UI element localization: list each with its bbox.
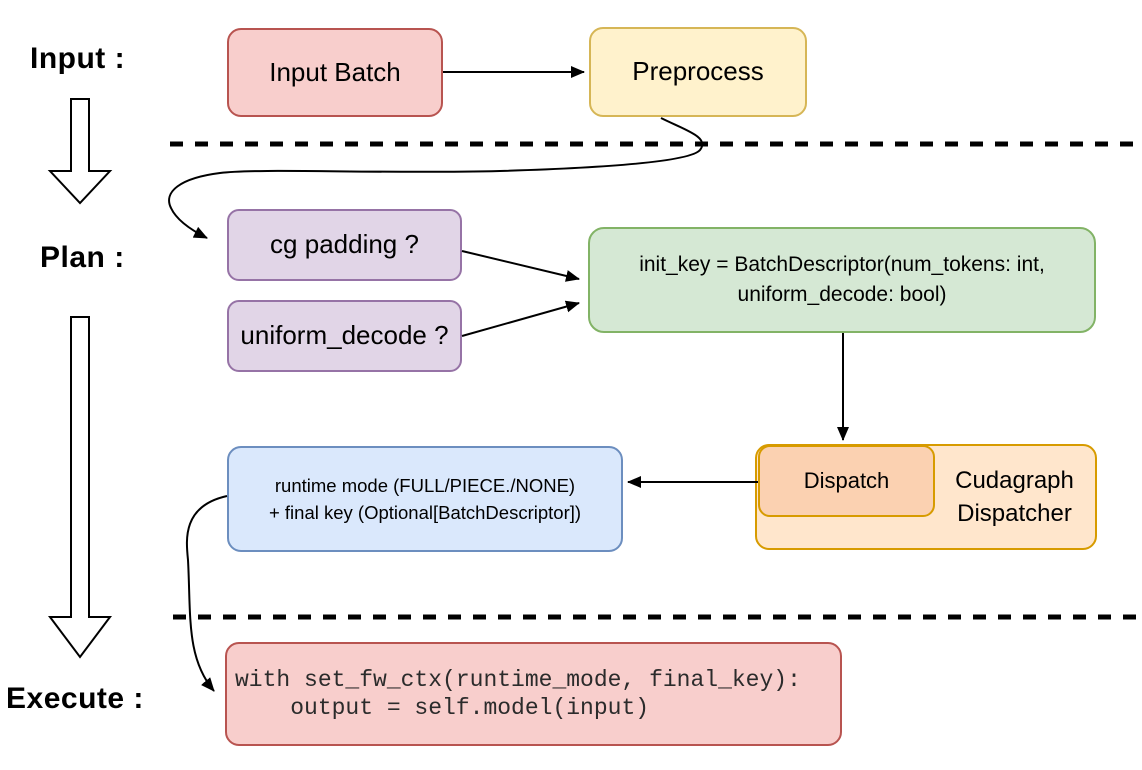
node-cg-padding-label: cg padding ? (270, 229, 419, 260)
stage-label-execute: Execute : (6, 682, 144, 715)
node-preprocess-label: Preprocess (632, 56, 764, 87)
stage-label-input: Input : (30, 42, 126, 75)
node-cg-padding: cg padding ? (227, 209, 462, 281)
node-runtime-mode: runtime mode (FULL/PIECE./NONE) + final … (227, 446, 623, 552)
node-uniform-decode: uniform_decode ? (227, 300, 462, 372)
node-dispatch-label: Dispatch (803, 467, 890, 493)
node-cudagraph-dispatcher-label: Cudagraph Dispatcher (955, 467, 1074, 527)
node-execute-code: with set_fw_ctx(runtime_mode, final_key)… (225, 642, 842, 746)
node-preprocess: Preprocess (589, 27, 807, 117)
node-uniform-decode-label: uniform_decode ? (240, 320, 449, 351)
node-init-key: init_key = BatchDescriptor(num_tokens: i… (588, 227, 1096, 333)
node-execute-code-line1: with set_fw_ctx(runtime_mode, final_key)… (235, 667, 801, 693)
node-runtime-mode-line1: runtime mode (FULL/PIECE./NONE) (274, 475, 576, 496)
node-input-batch-label: Input Batch (269, 56, 401, 87)
stage-label-plan: Plan : (40, 241, 125, 274)
node-execute-code-line2: output = self.model(input) (235, 695, 650, 721)
node-dispatch: Dispatch (758, 445, 935, 517)
node-runtime-mode-line2: + final key (Optional[BatchDescriptor]) (268, 502, 582, 523)
node-init-key-line2: uniform_decode: bool) (737, 283, 947, 306)
node-input-batch: Input Batch (227, 28, 443, 117)
node-init-key-line1: init_key = BatchDescriptor(num_tokens: i… (639, 253, 1045, 276)
